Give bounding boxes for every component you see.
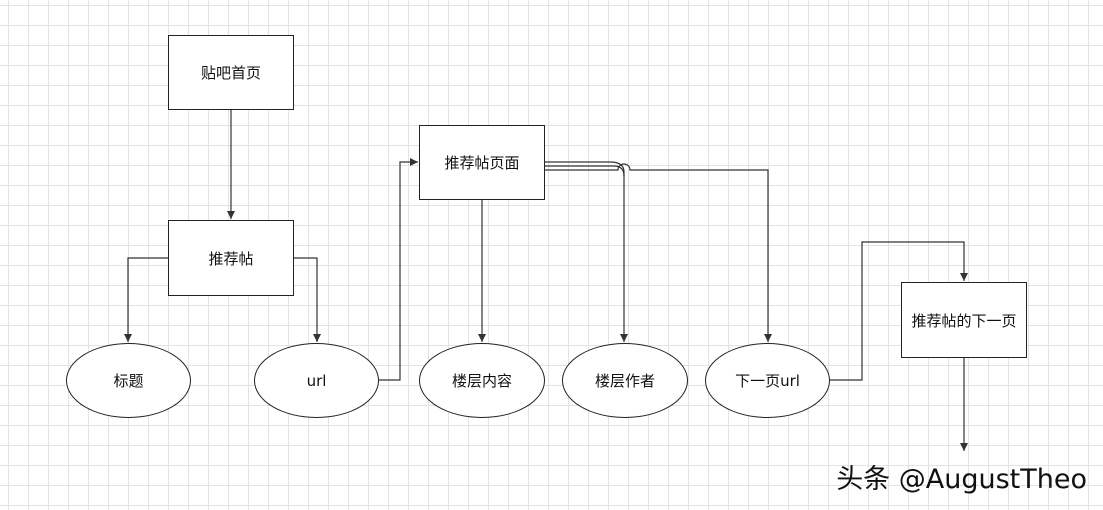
node-url[interactable]: url xyxy=(254,343,379,418)
node-floor-author[interactable]: 楼层作者 xyxy=(562,343,688,418)
node-next-page[interactable]: 推荐帖的下一页 xyxy=(901,282,1027,358)
node-next-page-url-label: 下一页url xyxy=(735,372,800,390)
node-recommended-post-label: 推荐帖 xyxy=(208,249,254,268)
node-title-label: 标题 xyxy=(113,372,144,390)
node-next-page-label: 推荐帖的下一页 xyxy=(911,311,1017,330)
edge-url-to-post-page xyxy=(379,158,418,381)
node-next-page-url[interactable]: 下一页url xyxy=(705,343,830,418)
node-post-page-label: 推荐帖页面 xyxy=(444,154,520,172)
edge-recommended-post-to-url xyxy=(294,257,321,342)
edge-recommended-post-to-title xyxy=(124,257,168,342)
edge-post-page-to-floor-author xyxy=(545,161,628,342)
edge-post-page-to-next-url xyxy=(545,163,772,342)
watermark: 头条 @AugustTheo xyxy=(836,464,1087,495)
node-title[interactable]: 标题 xyxy=(66,343,191,418)
edge-next-url-to-next-page xyxy=(830,241,968,381)
node-floor-author-label: 楼层作者 xyxy=(594,372,655,390)
edge-post-page-to-floor-author-b xyxy=(545,165,625,177)
node-post-page[interactable]: 推荐帖页面 xyxy=(419,125,545,200)
node-url-label: url xyxy=(306,371,327,390)
node-homepage-label: 贴吧首页 xyxy=(200,64,261,82)
node-floor-content-label: 楼层内容 xyxy=(451,372,512,390)
node-floor-content[interactable]: 楼层内容 xyxy=(419,343,545,418)
node-recommended-post[interactable]: 推荐帖 xyxy=(168,220,294,296)
node-homepage[interactable]: 贴吧首页 xyxy=(168,35,294,110)
